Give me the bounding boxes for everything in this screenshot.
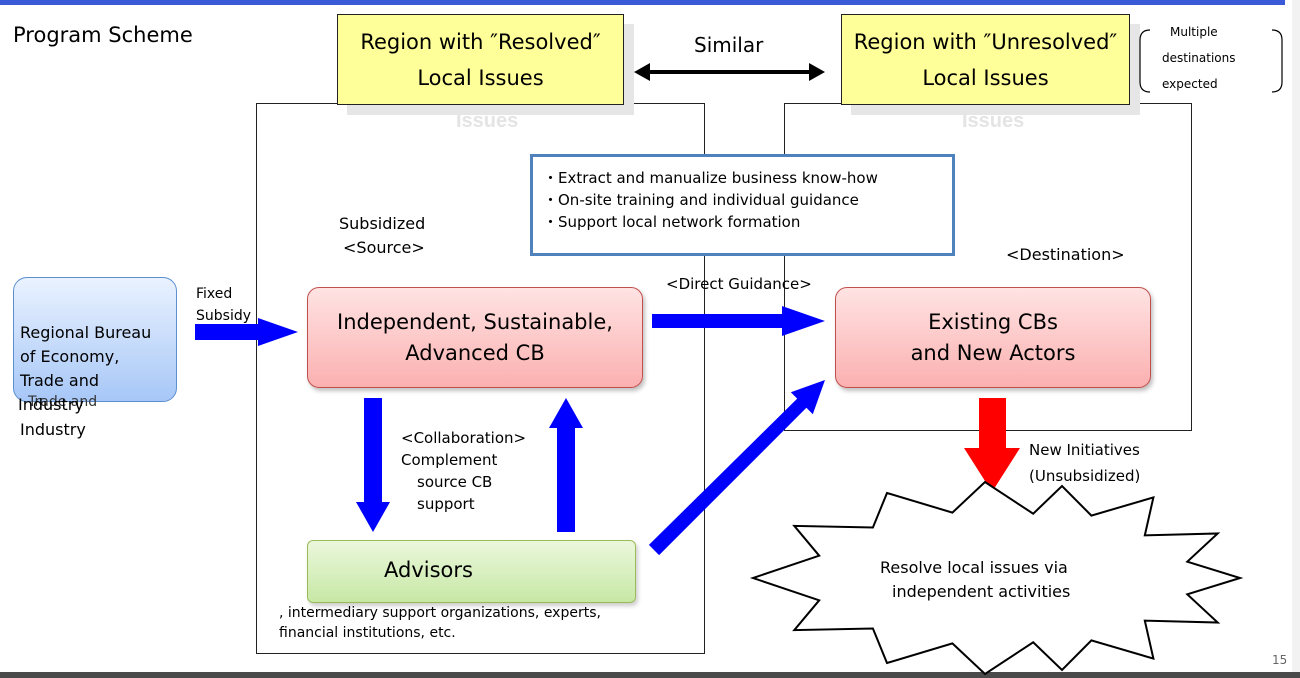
top-accent-bar (0, 0, 1285, 5)
collaboration-up-arrow (549, 398, 583, 532)
fixed-subsidy-line1: Fixed (196, 286, 233, 302)
new-initiatives-line2: (Unsubsidized) (1029, 467, 1141, 485)
bureau-overlap-text: Trade and (28, 394, 98, 410)
subsidized-label: Subsidized (339, 214, 426, 233)
dest-cb-line1: Existing CBs (928, 309, 1058, 334)
destination-cb-node: Existing CBs and New Actors (835, 287, 1151, 388)
new-initiatives-arrow (964, 398, 1020, 492)
source-label: <Source> (343, 238, 425, 257)
resolved-region-box: Region with ″Resolved″ Local Issues (337, 14, 624, 105)
note-line3: expected (1162, 77, 1218, 91)
right-edge-strip (1292, 0, 1300, 678)
similar-double-arrow (634, 63, 825, 81)
note-line1: Multiple (1170, 25, 1218, 39)
source-cb-node: Independent, Sustainable, Advanced CB (307, 287, 643, 388)
advisors-note-line1: , intermediary support organizations, ex… (279, 605, 601, 621)
regional-bureau-node (13, 277, 177, 402)
bureau-line1: Regional Bureau (20, 323, 152, 342)
slide-title: Program Scheme (13, 23, 193, 47)
bureau-line2: of Economy, (20, 347, 120, 366)
advisors-node: Advisors (307, 540, 636, 603)
advisors-to-destination-arrow (648, 380, 825, 556)
note-right-bracket (1271, 29, 1283, 93)
resolved-region-line2: Local Issues (417, 65, 544, 90)
source-cb-line1: Independent, Sustainable, (337, 309, 613, 334)
fixed-subsidy-line2: Subsidy (196, 308, 252, 324)
advisors-note-line2: financial institutions, etc. (279, 625, 456, 641)
info-item-3: ・Support local network formation (543, 213, 801, 231)
outcome-line1: Resolve local issues via (880, 558, 1068, 577)
fixed-subsidy-arrow (195, 318, 298, 346)
advisors-label: Advisors (384, 558, 473, 582)
support-info-box: ・Extract and manualize business know-how… (530, 154, 955, 256)
info-item-2: ・On-site training and individual guidanc… (543, 191, 859, 209)
dest-cb-line2: and New Actors (910, 340, 1076, 365)
ghost-text-left: Issues (456, 110, 519, 132)
note-line2: destinations (1162, 51, 1236, 65)
bureau-line5: Industry (20, 420, 86, 439)
collaboration-line4: support (417, 495, 475, 513)
unresolved-region-box: Region with ″Unresolved″ Local Issues (841, 14, 1130, 105)
new-initiatives-line1: New Initiatives (1029, 441, 1140, 459)
collaboration-line1: <Collaboration> (401, 429, 527, 447)
page-number: 15 (1272, 653, 1288, 667)
bureau-line3: Trade and (20, 371, 99, 390)
info-item-1: ・Extract and manualize business know-how (543, 169, 878, 187)
unresolved-region-line2: Local Issues (922, 65, 1049, 90)
unresolved-region-line1: Region with ″Unresolved″ (853, 29, 1118, 54)
collaboration-line3: source CB (417, 473, 493, 491)
note-left-bracket (1139, 29, 1151, 93)
bottom-edge-line (0, 672, 1300, 678)
collaboration-line2: Complement (401, 451, 498, 469)
destination-label: <Destination> (1006, 245, 1125, 264)
similar-label: Similar (694, 33, 764, 57)
outcome-line2: independent activities (892, 582, 1071, 601)
resolved-region-line1: Region with ″Resolved″ (360, 29, 601, 54)
direct-guidance-arrow (652, 306, 825, 336)
collaboration-down-arrow (356, 398, 390, 532)
ghost-text-right: Issues (962, 110, 1025, 132)
bureau-line4: Industry (18, 395, 84, 414)
direct-guidance-label: <Direct Guidance> (666, 275, 812, 293)
outcome-starburst (749, 480, 1244, 676)
source-cb-line2: Advanced CB (405, 340, 545, 365)
